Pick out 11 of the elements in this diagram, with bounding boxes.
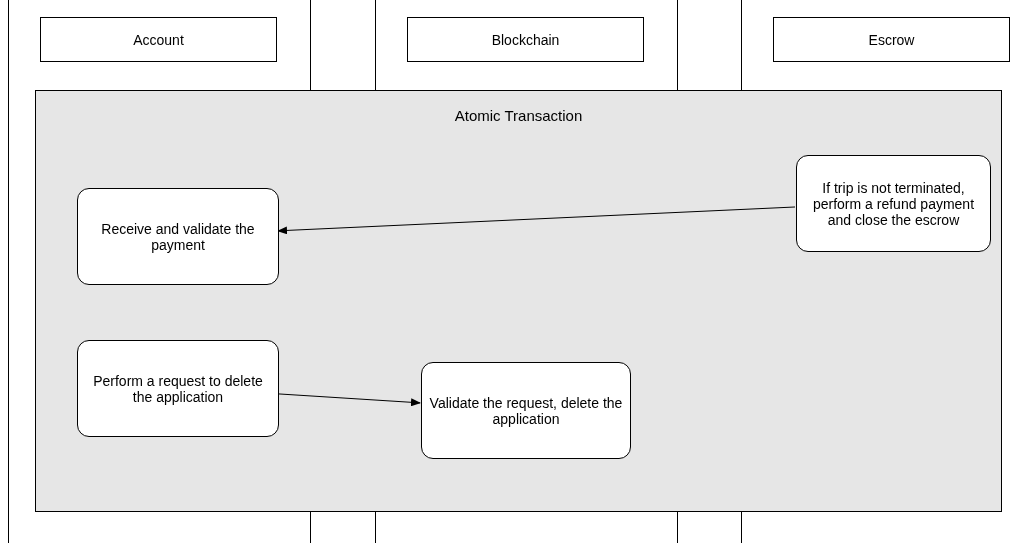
process-box: Validate the request, delete the application <box>421 362 631 459</box>
process-box: Perform a request to delete the application <box>77 340 279 437</box>
arrow <box>277 393 421 407</box>
lane-header: Blockchain <box>407 17 644 62</box>
lane-header: Escrow <box>773 17 1010 62</box>
process-box: Receive and validate the payment <box>77 188 279 285</box>
arrow <box>277 206 796 235</box>
band-title: Atomic Transaction <box>454 107 583 124</box>
transaction-band <box>35 90 1002 512</box>
lane-header: Account <box>40 17 277 62</box>
process-box: If trip is not terminated, perform a refund payment and close the escrow <box>796 155 991 252</box>
